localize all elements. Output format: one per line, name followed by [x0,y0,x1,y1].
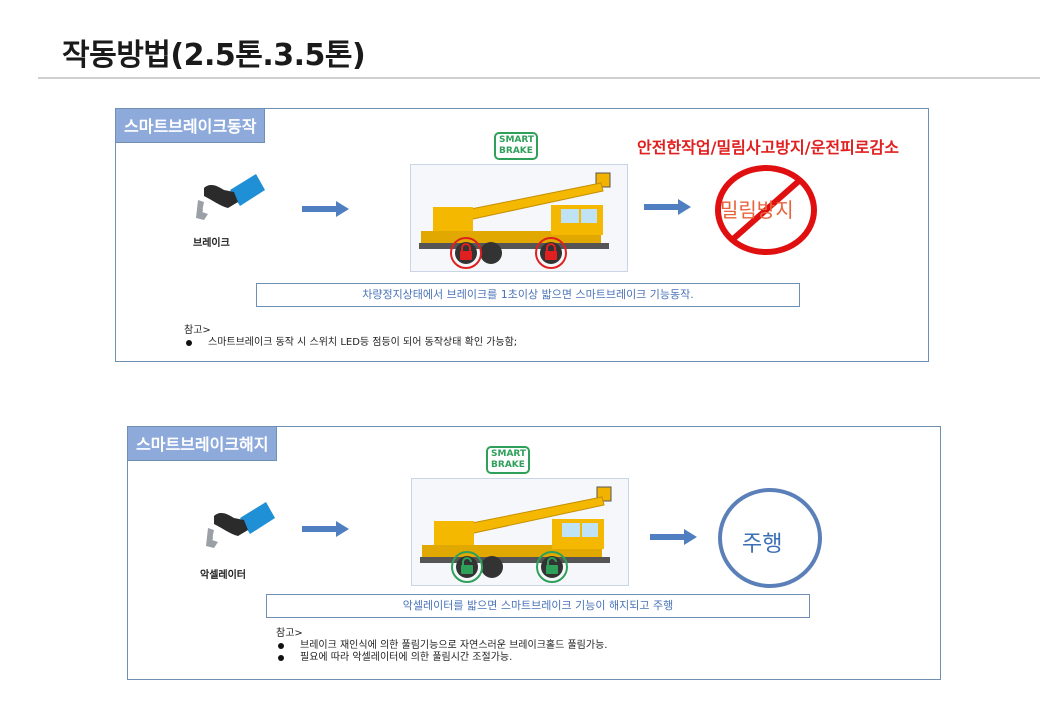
note-item: 스마트브레이크 동작 시 스위치 LED등 점등이 되어 동작상태 확인 가능함… [184,337,824,349]
crane-truck-icon [420,486,612,583]
note-block: 참고> 스마트브레이크 동작 시 스위치 LED등 점등이 되어 동작상태 확인… [184,325,824,349]
badge-line: BRAKE [491,460,525,470]
arrow-right-icon [650,529,697,545]
note-block: 참고> 브레이크 재인식에 의한 풀림기능으로 자연스러운 브레이크홀드 풀림가… [276,628,916,664]
note-item: 브레이크 재인식에 의한 풀림기능으로 자연스러운 브레이크홀드 풀림가능. [276,640,916,652]
panel-label: 스마트브레이크동작 [115,108,266,143]
arrow-right-icon [302,521,349,537]
smart-brake-badge: SMART BRAKE [486,446,530,474]
smart-brake-badge: SMART BRAKE [494,132,538,160]
note-item: 필요에 따라 악셀레이터에 의한 풀림시간 조절가능. [276,652,916,664]
foot-brake-icon [196,174,265,220]
badge-line: SMART [499,135,535,145]
prohibition-sign-icon [715,165,817,255]
foot-accelerator-icon [206,502,275,548]
drive-text: 주행 [742,532,783,557]
drive-circle [718,488,822,588]
crane-truck-icon [419,172,611,269]
foot-label: 악셀레이터 [200,570,246,581]
caption-box: 차량정지상태에서 브레이크를 1초이상 밟으면 스마트브레이크 기능동작. [256,283,800,307]
prohibition-sign-text: 밀림방지 [720,198,794,222]
note-title: 참고> [276,628,303,639]
arrow-right-icon [302,201,349,217]
note-title: 참고> [184,325,211,336]
title-divider [38,77,1040,79]
page-title: 작동방법(2.5톤.3.5톤) [62,38,366,73]
panel-label: 스마트브레이크해지 [127,426,278,461]
crane-truck-image [410,164,628,272]
safety-warning-text: 안전한작업/밀림사고방지/운전피로감소 [637,138,899,157]
foot-label: 브레이크 [193,238,230,249]
crane-truck-image [411,478,629,586]
badge-line: BRAKE [499,146,533,156]
arrow-right-icon [644,199,691,215]
badge-line: SMART [491,449,527,459]
caption-box: 악셀레이터를 밟으면 스마트브레이크 기능이 해지되고 주행 [266,594,810,618]
